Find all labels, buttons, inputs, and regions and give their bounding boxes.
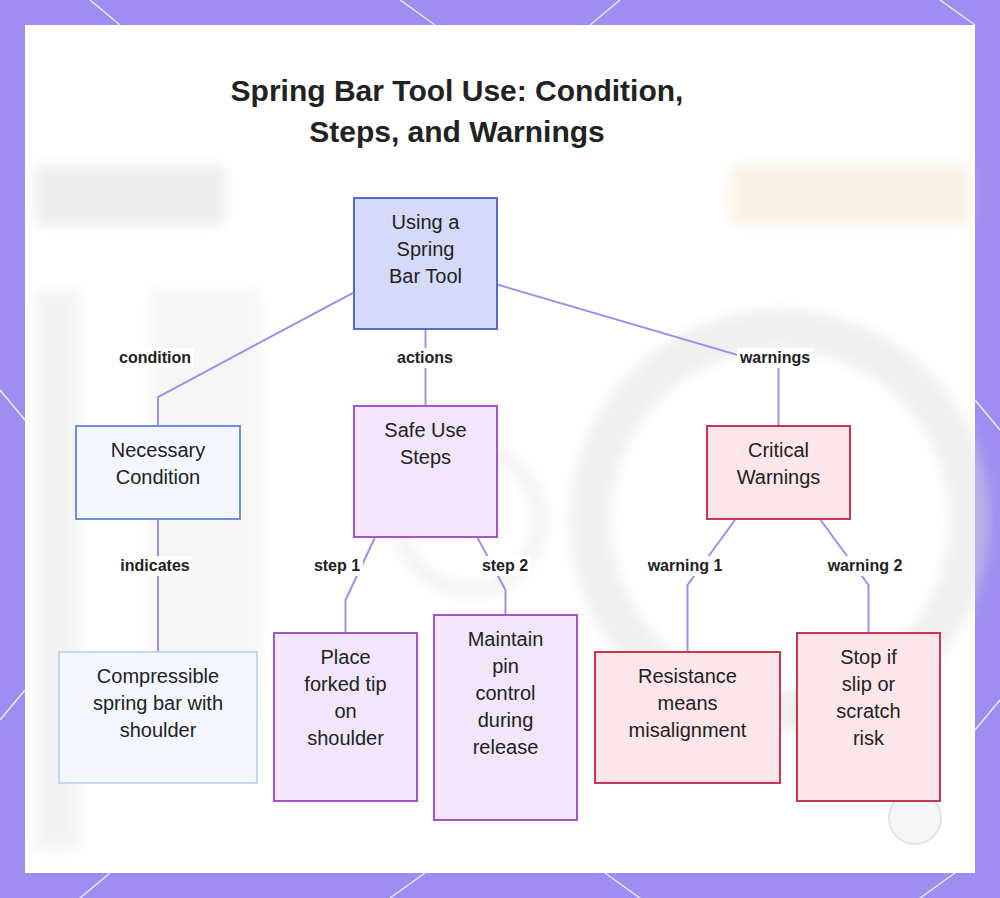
blurred-backdrop xyxy=(35,165,970,850)
box-label: Compressible spring bar with shoulder xyxy=(68,663,248,744)
process-box: Resistance means misalignment xyxy=(594,651,781,784)
edge-label: condition xyxy=(116,348,194,368)
box-label: Necessary Condition xyxy=(88,437,228,491)
process-box: Compressible spring bar with shoulder xyxy=(58,651,258,784)
process-box: Maintain pin control during release xyxy=(433,614,578,821)
edge-label: warning 1 xyxy=(645,556,726,576)
box-label: Using a Spring Bar Tool xyxy=(381,209,471,290)
diagram-title: Spring Bar Tool Use: Condition, Steps, a… xyxy=(197,70,717,152)
edge-label: warnings xyxy=(737,348,813,368)
box-label: Place forked tip on shoulder xyxy=(296,644,396,752)
process-box: Safe Use Steps xyxy=(353,405,498,538)
edge-label: actions xyxy=(394,348,456,368)
edge-label: step 2 xyxy=(479,556,531,576)
connector-line xyxy=(478,538,506,614)
edge-label: indicates xyxy=(117,556,192,576)
process-box: Using a Spring Bar Tool xyxy=(353,197,498,330)
edge-label: step 1 xyxy=(311,556,363,576)
connector-line xyxy=(688,520,736,651)
box-label: Safe Use Steps xyxy=(371,417,481,471)
process-box: Critical Warnings xyxy=(706,425,851,520)
connector-line xyxy=(346,538,375,632)
inner-panel xyxy=(25,25,975,873)
connector-line xyxy=(821,520,869,632)
box-label: Maintain pin control during release xyxy=(465,626,547,761)
box-label: Resistance means misalignment xyxy=(613,663,763,744)
edge-label: warning 2 xyxy=(825,556,906,576)
process-box: Necessary Condition xyxy=(75,425,241,520)
box-label: Stop if slip or scratch risk xyxy=(826,644,911,752)
connector-line xyxy=(157,520,159,651)
process-box: Stop if slip or scratch risk xyxy=(796,632,941,802)
process-box: Place forked tip on shoulder xyxy=(273,632,418,802)
box-label: Critical Warnings xyxy=(719,437,839,491)
